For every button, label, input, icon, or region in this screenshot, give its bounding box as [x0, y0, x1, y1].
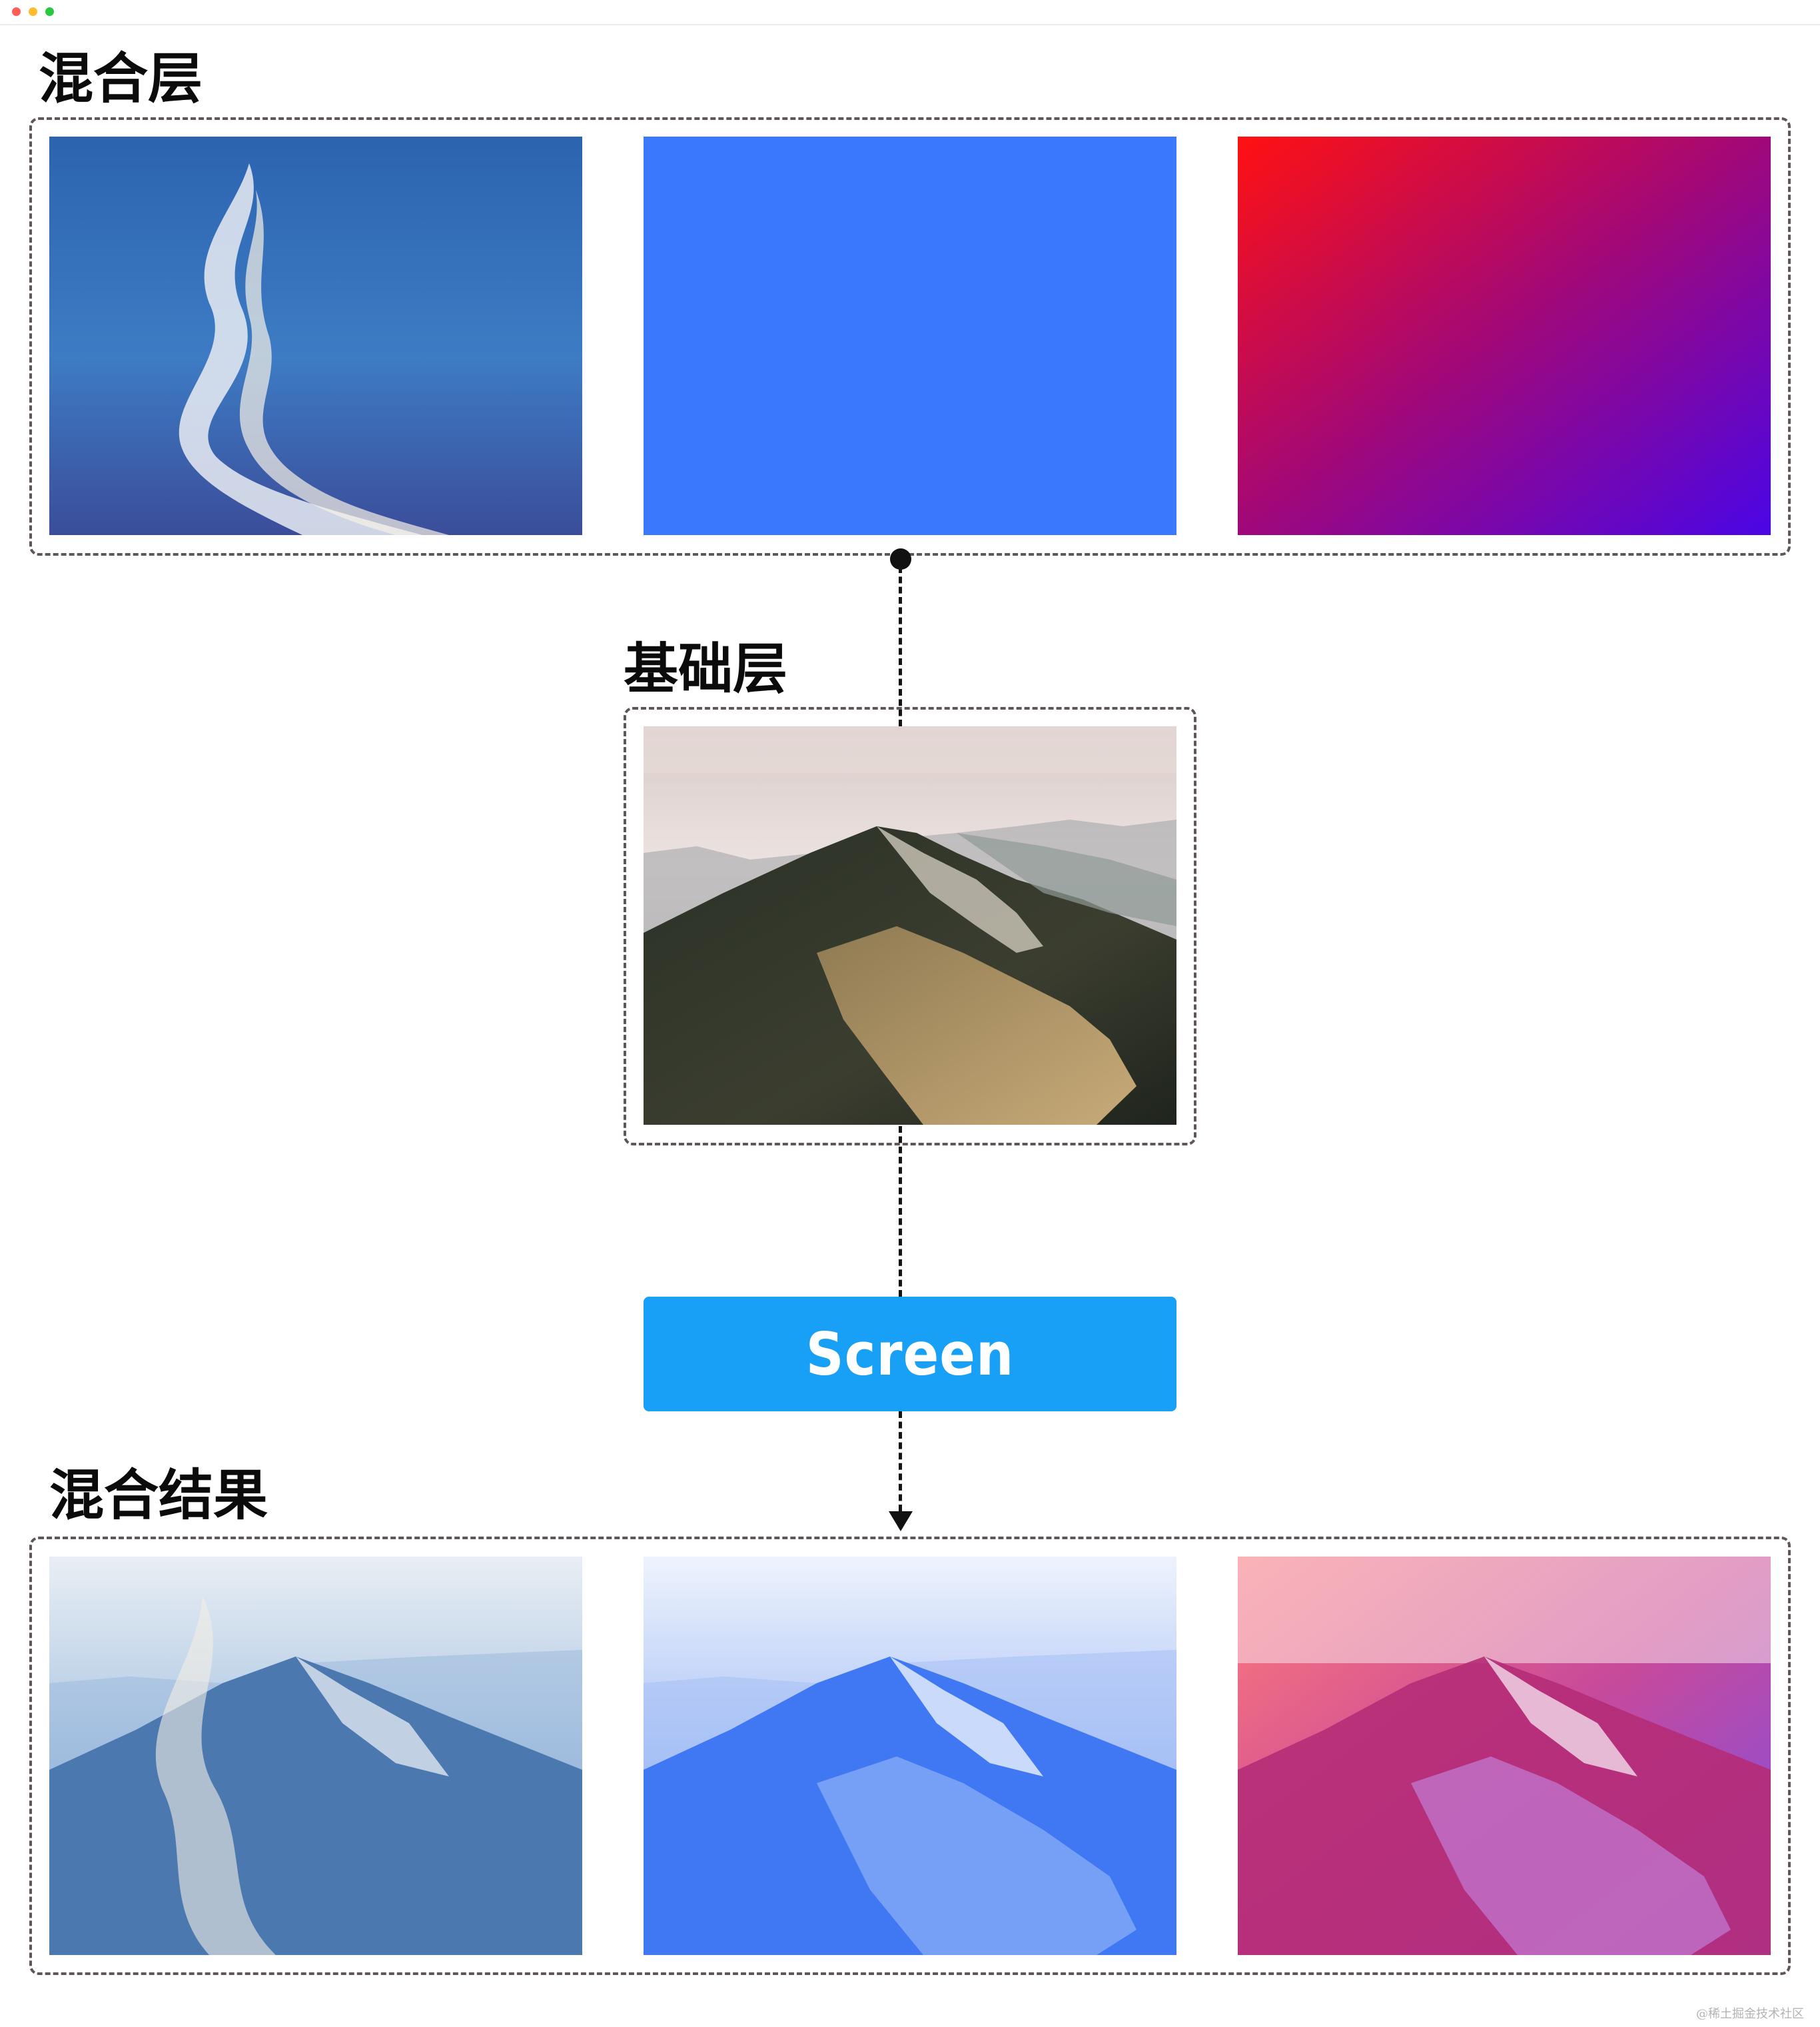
base-layer-frame [624, 707, 1196, 1145]
window-titlebar [0, 0, 1820, 25]
window-close-control[interactable] [12, 7, 21, 16]
base-layer-title: 基础层 [624, 638, 788, 701]
connector-line-2 [899, 1126, 902, 1297]
watermark: @稀土掘金技术社区 [1696, 2007, 1804, 2021]
result-title: 混合结果 [49, 1464, 268, 1527]
result-gradient-blend [1238, 1557, 1771, 1955]
arrow-down-icon [889, 1511, 913, 1531]
result-frame [29, 1537, 1791, 1975]
base-layer-mountain-photo [644, 726, 1176, 1125]
blend-layer-cloud-photo [49, 137, 582, 535]
blend-layer-title: 混合层 [39, 47, 203, 111]
blend-layer-solid-blue [644, 137, 1176, 535]
blend-mode-label: Screen [805, 1319, 1015, 1389]
window-minimize-control[interactable] [29, 7, 37, 16]
result-cloud-blend [49, 1557, 582, 1955]
blend-mode-screen-button[interactable]: Screen [644, 1297, 1176, 1411]
blend-layer-red-violet-gradient [1238, 137, 1771, 535]
result-blue-blend [644, 1557, 1176, 1955]
connector-line-3 [899, 1411, 902, 1511]
window-zoom-control[interactable] [45, 7, 54, 16]
connector-pin [890, 548, 911, 570]
connector-line-1 [899, 566, 902, 726]
